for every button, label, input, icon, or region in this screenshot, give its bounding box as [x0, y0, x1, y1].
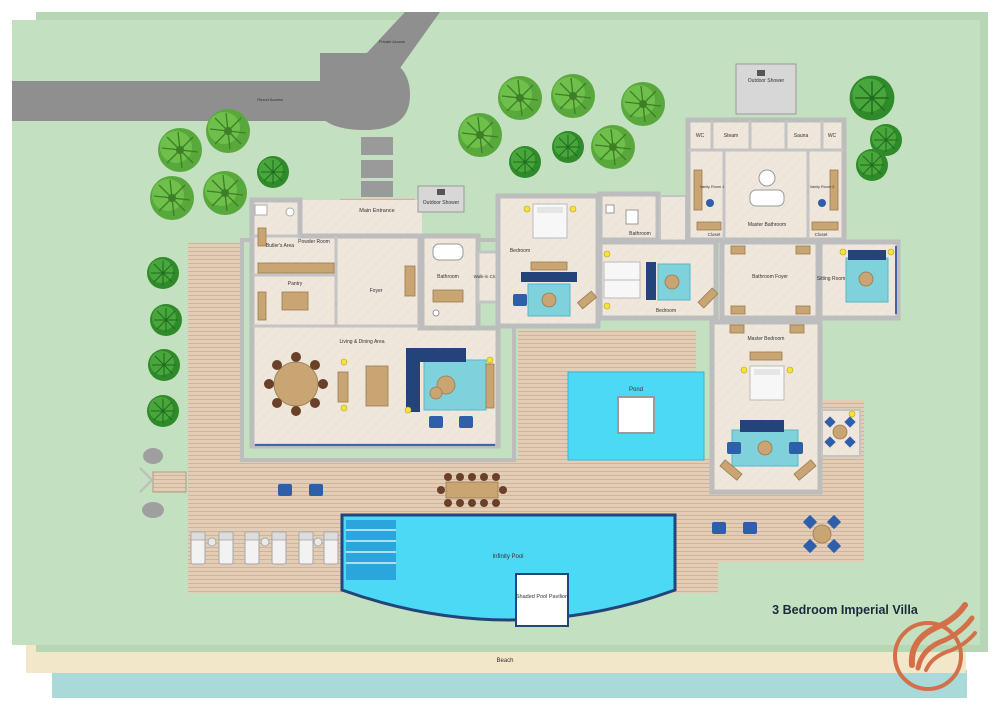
pond — [567, 371, 705, 461]
sitting-room-label: Sitting Room — [817, 276, 846, 282]
bedroom-1-label: Bedroom — [510, 248, 530, 254]
master-terrace-bistro — [821, 409, 861, 457]
sun-loungers — [190, 531, 339, 565]
master-bedroom-label: Master Bedroom — [748, 336, 785, 342]
vanity-room-2-label: Vanity Room 2 — [810, 185, 835, 189]
bathroom-1 — [417, 185, 481, 331]
bathroom-foyer — [719, 239, 821, 321]
sea — [52, 670, 967, 698]
beach-label: Beach — [496, 658, 513, 664]
bathroom-foyer-label: Bathroom Foyer — [752, 274, 788, 280]
outdoor-shower-2-label: Outdoor Shower — [748, 78, 785, 84]
side-entrance — [139, 448, 187, 518]
bistro-set — [802, 514, 842, 554]
sauna-label: Sauna — [794, 133, 809, 139]
sitting-room — [817, 239, 901, 321]
infinity-pool-label: Infinity Pool — [492, 554, 523, 560]
main-entrance-label: Main Entrance — [359, 208, 394, 214]
wc-1-label: WC — [696, 133, 705, 139]
bathroom-1-label: Bathroom — [437, 274, 459, 280]
wc-2-label: WC — [828, 133, 837, 139]
private-access-label: Private Access — [379, 39, 405, 44]
access-road — [12, 12, 440, 130]
master-bathroom-label: Master Bathroom — [748, 222, 786, 228]
outdoor-shower-1-label: Outdoor Shower — [423, 200, 460, 206]
dining-table-icon — [264, 352, 328, 416]
villa-title: 3 Bedroom Imperial Villa — [772, 603, 919, 617]
steam-label: Steam — [724, 133, 738, 139]
bed-icon — [532, 203, 568, 239]
stepping-stones — [361, 137, 393, 197]
closet-1-label: Closet — [708, 232, 722, 237]
foyer-label: Foyer — [370, 288, 383, 294]
bedroom-1 — [495, 193, 601, 329]
infinity-pool — [340, 513, 677, 627]
pantry-label: Pantry — [288, 281, 303, 287]
shaded-pavilion-label: Shaded Pool Pavilion — [516, 594, 568, 600]
master-bedroom — [709, 319, 823, 495]
bedroom-2-label: Bedroom — [656, 308, 676, 314]
resort-access-label: Resort Access — [257, 97, 283, 102]
bedroom-2 — [597, 239, 719, 321]
walk-in-closet-label: Walk-in Closet — [474, 274, 504, 279]
compass-logo-icon — [893, 602, 977, 691]
master-bath-suite — [685, 63, 847, 243]
main-house — [240, 197, 516, 462]
butlers-area-label: Butler's Area — [266, 243, 294, 249]
pond-label: Pond — [629, 387, 643, 393]
bathroom-2-label: Bathroom — [629, 231, 651, 237]
powder-room-label: Powder Room — [298, 239, 330, 245]
outdoor-dining-table — [437, 473, 507, 507]
living-dining-label: Living & Dining Area — [339, 339, 384, 345]
closet-2-label: Closet — [815, 232, 829, 237]
vanity-room-1-label: Vanity Room 1 — [700, 185, 725, 189]
